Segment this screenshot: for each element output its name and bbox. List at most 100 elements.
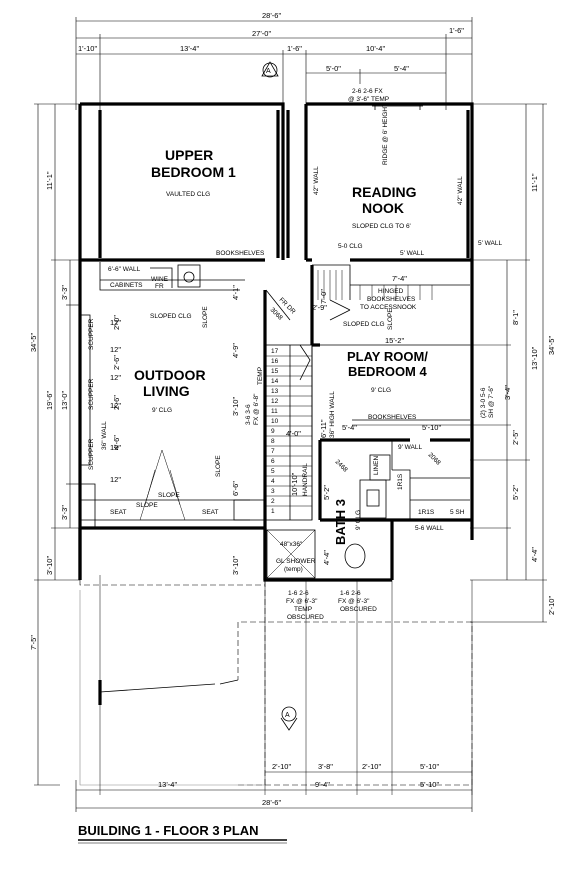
left-dimensions: 34'-5" 11'-1" 19'-6" 3'-10" 3'-3" 13'-0"… <box>29 103 100 786</box>
note-d-310b: 3'-10" <box>231 556 240 575</box>
room-upper-bedroom-line1: UPPER <box>165 147 213 163</box>
dim-bottom-sub-4: 5'-10" <box>420 762 439 771</box>
note-d-20: 2'-0" <box>112 315 121 330</box>
dim-right-upper: 11'-1" <box>530 173 539 192</box>
note-shower-2: GL SHOWER <box>276 558 316 565</box>
note-door-2068: 2068 <box>427 451 442 466</box>
dim-left-mid: 19'-6" <box>45 391 54 410</box>
bottom-dimensions: 2'-10" 3'-8" 2'-10" 5'-10" 13'-4" 9'-4" … <box>75 760 473 812</box>
note-sloped-clg-1: SLOPED CLG <box>150 313 192 320</box>
dim-top-seg-3: 10'-4" <box>366 44 385 53</box>
dim-left-a: 3'-3" <box>60 285 69 300</box>
note-bookshelves-2: BOOKSHELVES <box>368 414 417 421</box>
note-wall-56: 5-6 WALL <box>415 525 444 532</box>
note-d-46: 4'-6" <box>112 435 121 450</box>
note-handrail: HANDRAIL <box>302 463 309 496</box>
note-d-26: 2'-6" <box>112 355 121 370</box>
dim-top-seg-1: 13'-4" <box>180 44 199 53</box>
stair-step-number: 5 <box>271 468 275 475</box>
room-play-room-line1: PLAY ROOM/ <box>347 349 428 364</box>
stair-step-number: 16 <box>271 358 279 365</box>
note-slope-4: SLOPE <box>158 492 180 499</box>
stair-step-number: 15 <box>271 368 279 375</box>
stair-step-number: 3 <box>271 488 275 495</box>
note-scupper-1: SCUPPER <box>88 318 95 350</box>
section-marker-top: A <box>266 68 271 75</box>
dim-right-overall: 34'-5" <box>547 336 556 355</box>
stair-step-number: 2 <box>271 498 275 505</box>
note-slope-3: SLOPE <box>136 502 158 509</box>
note-d-12f: 12" <box>110 475 121 484</box>
stair-step-number: 8 <box>271 438 275 445</box>
room-reading-nook-line2: NOOK <box>362 200 404 216</box>
note-seat-2: SEAT <box>202 509 219 516</box>
note-d-70: 7'-0" <box>319 289 328 304</box>
room-labels: UPPER BEDROOM 1 VAULTED CLG READING NOOK… <box>134 147 428 545</box>
top-dimensions: 28'-6" 27'-0" 1'-10" 13'-4" 1'-6" 10'-4"… <box>75 11 473 110</box>
note-slope-5: SLOPE <box>215 455 222 477</box>
dim-bottom-mid: 9'-4" <box>315 780 330 789</box>
note-wine: WINE <box>151 276 169 283</box>
note-d-26b: 2'-6" <box>112 395 121 410</box>
note-cabinets: CABINETS <box>110 282 143 289</box>
note-scupper-3: SCUPPER <box>88 438 95 470</box>
note-win-366b: FX @ 6'-8" <box>253 393 260 425</box>
note-d-44: 4'-4" <box>322 550 331 565</box>
note-d-66b: 6'-6" <box>231 481 240 496</box>
note-d-12a: 12" <box>110 318 121 327</box>
note-wall-66: 6'-6" WALL <box>108 266 141 273</box>
note-wall-5-b: 5' WALL <box>478 240 503 247</box>
room-upper-bedroom-line2: BEDROOM 1 <box>151 164 236 180</box>
note-wall-42-a: 42" WALL <box>313 166 320 195</box>
stair-step-number: 12 <box>271 398 279 405</box>
stair-step-number: 11 <box>271 408 278 415</box>
note-window-top-2: @ 3'-6" TEMP <box>348 96 389 103</box>
note-door-2468: 2468 <box>334 458 349 473</box>
dim-right-b: 2'-5" <box>511 430 520 445</box>
stair-step-number: 4 <box>271 478 275 485</box>
note-shower-3: (temp) <box>284 566 303 573</box>
note-clg-50: 5-0 CLG <box>338 243 363 250</box>
dim-left-d: 3'-10" <box>45 556 54 575</box>
dim-bottom-right: 5'-10" <box>420 780 439 789</box>
note-high-wall: 36" HIGH WALL <box>329 391 336 438</box>
note-d-54: 5'-4" <box>342 423 357 432</box>
note-d-74: 7'-4" <box>392 274 407 283</box>
dim-right-mid: 13'-10" <box>530 346 539 370</box>
dim-top-right-offset: 1'-6" <box>449 26 464 35</box>
dim-left-b: 13'-0" <box>60 391 69 410</box>
note-d-49: 4'-9" <box>231 343 240 358</box>
note-frdr-size: 3068 <box>269 306 284 321</box>
note-d-1010: 10'-10" <box>290 472 299 496</box>
note-sloped-clg-2: SLOPED CLG <box>343 321 385 328</box>
note-d-41: 4'-1" <box>231 285 240 300</box>
note-fr: FR <box>155 283 164 290</box>
room-play-room-note: 9' CLG <box>371 387 391 394</box>
note-window-top: 2-6 2-6 FX <box>352 88 383 95</box>
note-temp: TEMP <box>257 367 264 385</box>
note-d-310: 3'-10" <box>231 397 240 416</box>
plan-notes: 2-6 2-6 FX @ 3'-6" TEMP RIDGE @ 6' HEIGH… <box>88 88 512 621</box>
room-upper-bedroom-note: VAULTED CLG <box>166 191 210 198</box>
note-d-611: 6'-11" <box>319 419 328 438</box>
dim-top-left-offset: 1'-10" <box>78 44 97 53</box>
note-hinged-3: TO ACCESSNOOK <box>360 304 417 311</box>
note-d-12b: 12" <box>110 345 121 354</box>
note-d-40: 4'-0" <box>286 429 301 438</box>
dim-top-sub-1: 5'-0" <box>326 64 341 73</box>
dim-left-upper: 11'-1" <box>45 171 54 190</box>
note-shower-1: 48"x36" <box>280 541 303 548</box>
dim-left-c: 3'-3" <box>60 505 69 520</box>
note-slope-1: SLOPE <box>202 306 209 328</box>
note-sh-1: (2) 3-0 5-6 <box>480 387 487 418</box>
note-d-12d: 12" <box>110 401 121 410</box>
dim-left-overall: 34'-5" <box>29 333 38 352</box>
note-win-b1: 1-6 2-6 <box>288 590 309 597</box>
note-win-b3: TEMP <box>294 606 312 613</box>
room-bath-note: 9' CLG <box>355 510 362 530</box>
note-d-34: 3'-4" <box>503 385 512 400</box>
note-sh-2: SH @ 7'-6" <box>488 385 495 418</box>
room-play-room-line2: BEDROOM 4 <box>348 364 428 379</box>
